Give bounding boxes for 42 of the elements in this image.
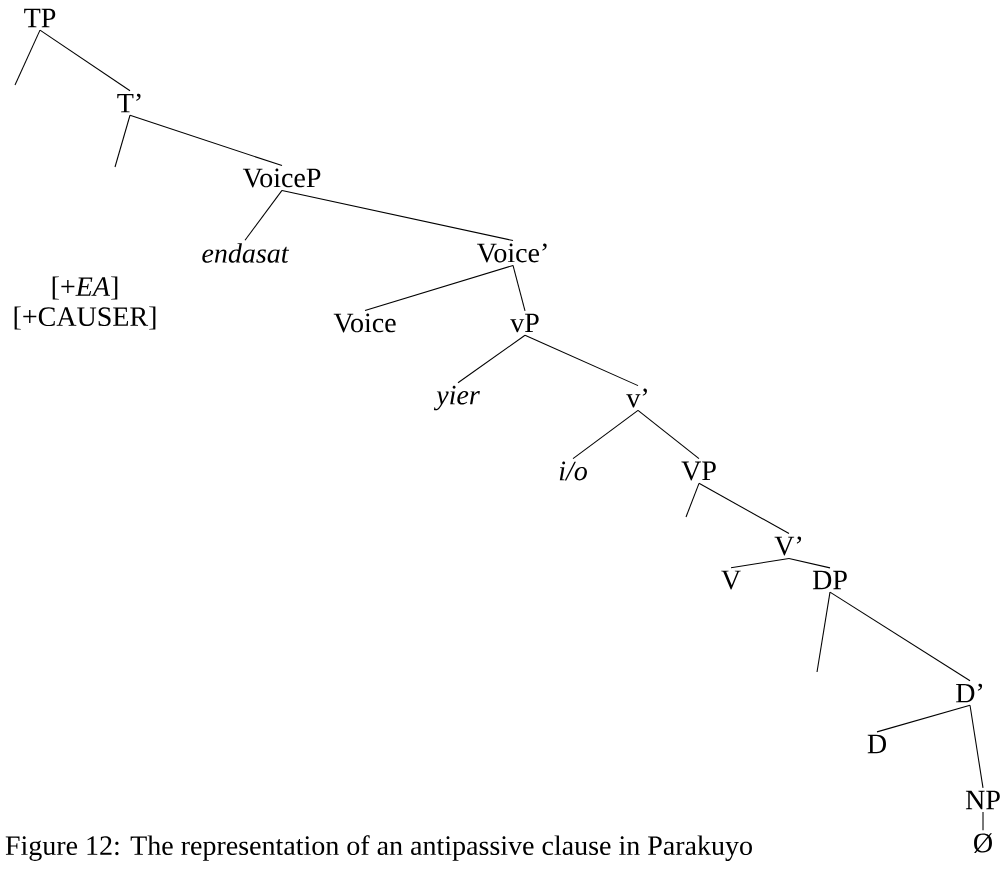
feature-label: [+EA] [52, 276, 118, 300]
branch-line [512, 264, 526, 312]
tree-label: T’ [117, 93, 141, 113]
branch-line [14, 29, 41, 86]
branch-line [685, 482, 700, 518]
tree-label: TP [24, 8, 56, 28]
branch-line [524, 334, 639, 387]
caption: Figure 12: The representation of an antipassive clause in Parakuyo [5, 835, 752, 861]
branch-line [572, 409, 639, 460]
feature-label: [+CAUSER] [14, 306, 156, 330]
branch-line [829, 591, 971, 682]
branch-line [114, 114, 131, 168]
tree-label: yier [433, 385, 480, 411]
branch-line [698, 482, 790, 535]
tree-label: Voice’ [477, 243, 547, 263]
tree-label: Voice [333, 313, 396, 333]
tree-label: DP [812, 570, 847, 590]
branch-line [39, 29, 131, 92]
branch-line [129, 114, 283, 167]
tree-label: VP [681, 461, 716, 481]
branch-line [816, 591, 831, 673]
tree-label: D’ [956, 683, 983, 703]
branch-line [876, 704, 971, 733]
tree-label: NP [965, 790, 1000, 810]
branch-line [244, 189, 283, 241]
branch-line [788, 557, 831, 569]
branch-line [637, 409, 700, 460]
tree-label: V’ [774, 536, 802, 556]
tree-label: Ø [974, 833, 992, 853]
tree-label: endasat [202, 243, 290, 263]
branch-line [281, 189, 514, 242]
branch-line [969, 704, 984, 789]
branch-line [730, 557, 790, 569]
tree-label: i/o [559, 461, 587, 481]
tree-label: V [721, 570, 741, 590]
tree-label: VoiceP [242, 168, 321, 188]
branch-line [364, 264, 514, 312]
tree-label: vP [510, 313, 539, 333]
tree-label: D [867, 734, 886, 754]
tree-label: v’ [626, 388, 647, 408]
branch-line [457, 334, 526, 384]
branch-line [982, 811, 984, 831]
